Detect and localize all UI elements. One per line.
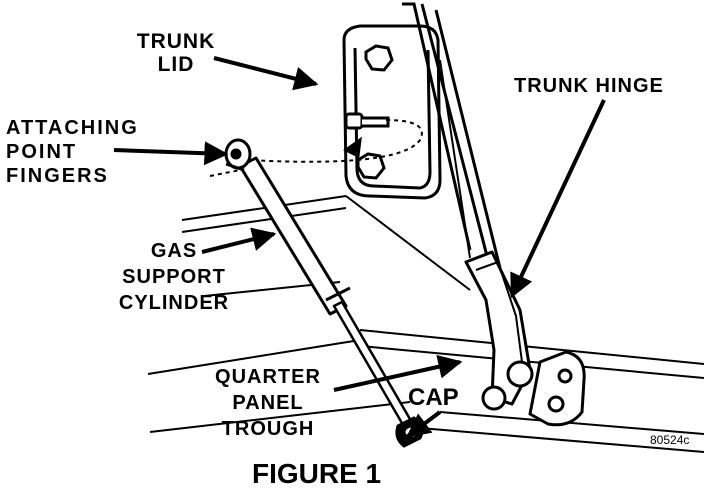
trunk-lid-panel [342,24,442,200]
arrow-gas-cylinder [201,227,277,254]
label-quarter-panel-trough: QUARTER PANEL TROUGH [215,366,321,440]
label-attaching-point-fingers: ATTACHING POINT FINGERS [6,117,139,187]
leader-arrows [113,56,606,438]
figure-caption: FIGURE 1 [252,458,382,489]
attach-path [209,119,423,177]
label-cap: CAP [408,384,459,411]
arrow-attaching-point [113,141,229,166]
trunk-lid-edge [402,2,502,269]
label-trunk-hinge: TRUNK HINGE [514,75,664,97]
label-trunk-lid: TRUNK LID [136,30,216,76]
label-gas-support-cylinder: GAS SUPPORT CYLINDER [118,240,230,314]
arrow-trunk-hinge [510,99,606,299]
arrow-quarter-panel [333,354,463,392]
figure-code: 80524c [650,433,690,447]
trunk-hinge [464,250,586,427]
gas-support-cylinder [224,138,416,432]
arrow-trunk-lid [213,56,319,91]
lid-bolts [343,44,394,180]
arrow-cap [406,410,442,438]
